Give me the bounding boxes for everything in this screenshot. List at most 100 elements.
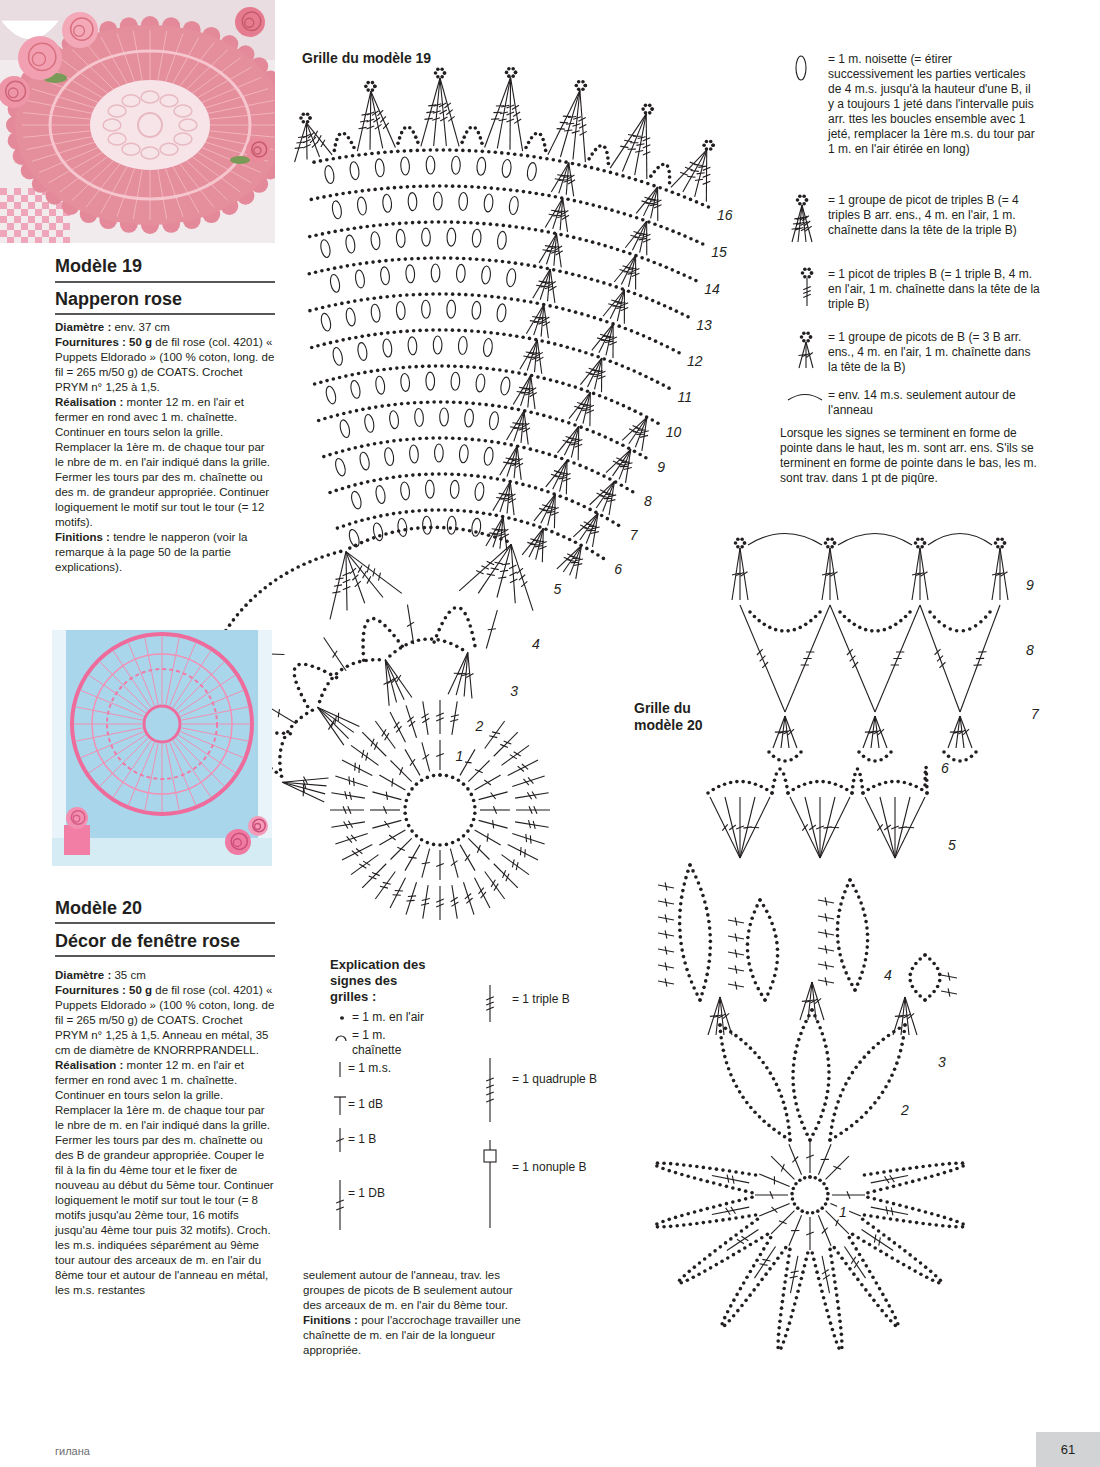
chain-dot <box>363 625 367 629</box>
chain-dot <box>393 186 397 190</box>
chain-dot <box>504 369 508 373</box>
chain-dot <box>346 227 350 231</box>
stitch-bar <box>556 251 563 255</box>
chain-stitches <box>310 184 705 246</box>
chain-dot <box>571 499 575 503</box>
chain-dot <box>466 787 470 791</box>
stitch <box>475 775 501 790</box>
chain-dot <box>848 1236 852 1240</box>
chain-dot <box>930 1174 934 1178</box>
chain-dot <box>837 1346 841 1350</box>
stitch <box>550 269 555 303</box>
chain-dot <box>317 419 321 423</box>
chain-dot <box>840 1333 844 1337</box>
chain-dot <box>443 71 447 75</box>
chain-dot <box>436 256 440 260</box>
chain-dot <box>616 210 620 214</box>
chain-dot <box>581 87 585 91</box>
chain-dot <box>431 292 435 296</box>
chain-dot <box>558 269 562 273</box>
stitch-bar <box>806 1232 814 1235</box>
chain-dot <box>813 1176 817 1180</box>
stitch-bar <box>616 464 624 466</box>
chain-dot <box>479 366 483 370</box>
chain-dot <box>644 104 648 108</box>
chain-dot <box>236 613 240 617</box>
stitch-bar <box>332 592 340 593</box>
chain-dot <box>860 1283 864 1287</box>
stitch-bar <box>303 780 306 788</box>
stitch <box>440 78 459 146</box>
stitch-bar <box>380 116 386 122</box>
chain-dot <box>400 131 404 135</box>
chain-dot <box>709 147 713 151</box>
chain-dot <box>561 307 565 311</box>
chain-dot <box>578 349 582 353</box>
chain-dot <box>483 475 487 479</box>
chain-dot <box>948 1225 952 1229</box>
chain-dot <box>511 74 515 78</box>
chain-dot <box>297 687 301 691</box>
stitch-bar <box>509 565 516 569</box>
stitch-bar <box>532 357 540 360</box>
chain-dot <box>740 1304 744 1308</box>
chain-dot <box>340 668 344 672</box>
chain-dot <box>603 244 607 248</box>
stitch-bar <box>499 119 507 121</box>
chain-dot <box>346 664 350 668</box>
noisette-stitch <box>382 339 393 358</box>
chain-dot <box>803 1176 807 1180</box>
stitch-bar <box>774 1176 775 1184</box>
chain-dot <box>602 357 606 361</box>
stitch-bar <box>534 321 542 323</box>
chain-dot <box>585 239 589 243</box>
stitch-bar <box>582 409 590 410</box>
stitch-bar <box>695 179 703 180</box>
noisette-stitch <box>380 266 390 285</box>
noisette-stitch <box>363 414 375 433</box>
chain-dot <box>606 517 610 521</box>
chain-dot <box>605 320 609 324</box>
chain-dot <box>314 233 318 237</box>
chain-dot <box>526 521 530 525</box>
chain-stitches <box>293 663 339 709</box>
chain-dot <box>834 1287 838 1291</box>
stitch-bar <box>369 876 377 879</box>
chain-dot <box>489 331 493 335</box>
chain-dot <box>602 474 606 478</box>
chain-dot <box>879 1188 883 1192</box>
chain-dot <box>399 330 403 334</box>
noisette-stitch <box>357 197 368 216</box>
chain-dot <box>515 481 519 485</box>
chain-dot <box>506 152 510 156</box>
chain-dot <box>358 262 362 266</box>
stitch-bar <box>564 129 572 131</box>
chain-dot <box>943 1216 947 1220</box>
stitch-bar <box>303 784 304 792</box>
noisette-stitch <box>450 480 459 498</box>
noisette-stitch <box>500 376 511 395</box>
stitch-bar <box>347 836 352 842</box>
chain-dot <box>444 616 448 620</box>
chain-dot <box>490 440 494 444</box>
stitch-bar <box>422 718 429 722</box>
chain-dot <box>560 457 564 461</box>
chain-dot <box>385 295 389 299</box>
stitch-bar <box>380 886 388 888</box>
chain-dot <box>341 338 345 342</box>
stitch-bar <box>350 792 352 800</box>
chain-dot <box>405 329 409 333</box>
stitch-bar <box>590 374 598 376</box>
chain-dot <box>539 133 543 137</box>
chain-dot <box>481 150 485 154</box>
chain-dot <box>436 526 440 530</box>
chain-dot <box>546 230 550 234</box>
chain-dot <box>468 149 472 153</box>
chain-dot <box>895 1218 899 1222</box>
chain-dot <box>450 472 454 476</box>
stitch-bar <box>567 560 575 562</box>
chain-dot <box>535 449 539 453</box>
chain-dot <box>552 268 556 272</box>
stitch-bar <box>792 1156 798 1162</box>
chain-dot <box>604 207 608 211</box>
